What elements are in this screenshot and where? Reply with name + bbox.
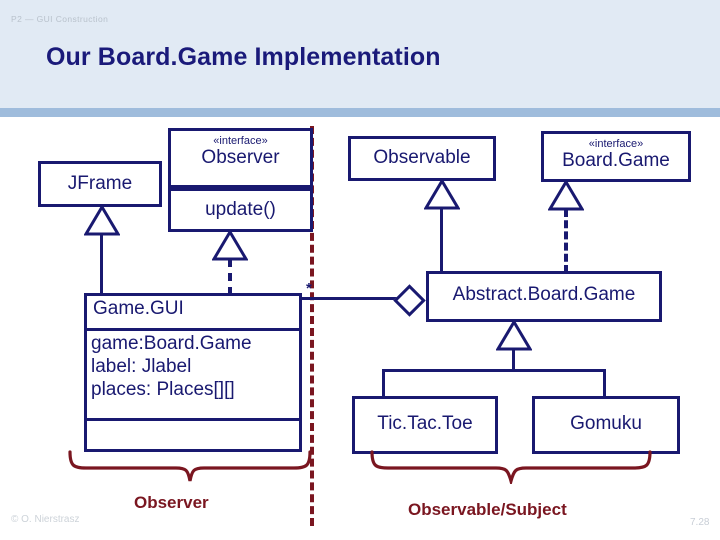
class-name-tictactoe: Tic.Tac.Toe [377,413,473,434]
inheritance-stem-abstractboardgame [512,349,515,371]
association-multiplicity: * [306,280,312,297]
page-title: Our Board.Game Implementation [46,43,441,71]
class-box-jframe[interactable]: JFrame [38,161,162,207]
realization-line-boardgame [564,209,568,273]
inheritance-drop-gomuku [603,369,606,397]
header-band [0,0,720,108]
stereotype-observer: «interface» [213,135,268,147]
class-name-jframe: JFrame [67,173,133,194]
class-box-observer[interactable]: «interface» Observer update() [168,128,313,232]
class-name-boardgame: Board.Game [562,150,670,172]
compartment-separator-observer [171,185,310,191]
stereotype-boardgame: «interface» [588,138,644,150]
class-box-boardgame[interactable]: «interface» Board.Game [541,131,691,182]
association-line-gamegui-abstractboardgame [302,297,398,300]
header-kicker: P2 — GUI Construction [11,14,109,24]
realization-arrow-boardgame [548,181,584,211]
compartment-separator-gamegui-ops [87,418,299,421]
inheritance-arrow-jframe [84,206,120,236]
inheritance-bus-subclasses [382,369,606,372]
class-name-gamegui: Game.GUI [93,298,184,319]
class-box-gomuku[interactable]: Gomuku [532,396,680,454]
attribute-gamegui-places: places: Places[][] [91,379,235,401]
brace-observable-subject [370,450,652,484]
operation-observer-update: update() [205,199,276,220]
aggregation-diamond [393,284,426,317]
class-name-observable: Observable [373,147,471,168]
attribute-gamegui-label: label: Jlabel [91,356,192,378]
footer-page-number: 7.28 [690,517,710,528]
class-box-gamegui[interactable]: Game.GUI game:Board.Game label: Jlabel p… [84,293,302,452]
inheritance-drop-tictactoe [382,369,385,397]
realization-line-observer [228,259,232,295]
pattern-divider [310,126,314,526]
inheritance-arrow-observable [424,180,460,210]
inheritance-arrow-abstractboardgame [496,321,532,351]
brace-observer [68,450,312,482]
compartment-separator-gamegui-attrs [87,328,299,331]
class-box-observable[interactable]: Observable [348,136,496,181]
class-box-abstractboardgame[interactable]: Abstract.Board.Game [426,271,662,322]
class-name-gomuku: Gomuku [570,413,642,434]
attribute-gamegui-game: game:Board.Game [91,333,252,354]
role-label-observer: Observer [134,493,209,512]
operations-compartment-gamegui [87,421,299,425]
class-name-observer: Observer [201,147,280,169]
class-box-tictactoe[interactable]: Tic.Tac.Toe [352,396,498,454]
header-accent-bar [0,108,720,117]
inheritance-line-observable [440,208,443,273]
realization-arrow-observer [212,231,248,261]
inheritance-line-jframe [100,234,103,294]
footer-copyright: © O. Nierstrasz [11,514,80,525]
class-name-abstractboardgame: Abstract.Board.Game [452,284,636,305]
role-label-observable-subject: Observable/Subject [408,500,567,519]
